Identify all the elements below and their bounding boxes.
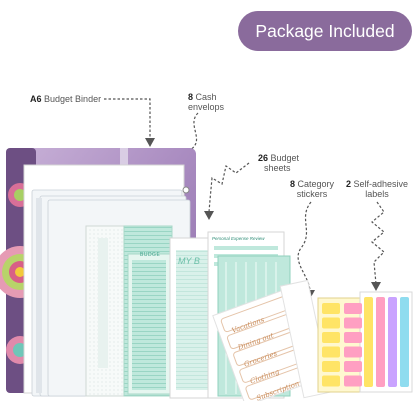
sheet-heading-3: Personal Expense Review bbox=[212, 236, 265, 241]
package-included-banner: Package Included bbox=[238, 11, 412, 51]
label-strip bbox=[322, 303, 340, 314]
label-strip bbox=[322, 317, 340, 329]
category-stickers bbox=[212, 287, 322, 401]
label-strip bbox=[400, 297, 409, 387]
label-strip bbox=[322, 332, 340, 343]
binder-arrow bbox=[104, 98, 151, 140]
label-strip bbox=[344, 375, 362, 387]
label-strip bbox=[388, 297, 397, 387]
sheet-heading-1: BUDGE bbox=[140, 252, 161, 258]
label-strip bbox=[364, 297, 373, 387]
label-strip bbox=[344, 317, 362, 329]
label-strip bbox=[322, 361, 340, 372]
label-strip bbox=[322, 375, 340, 387]
label-strip bbox=[344, 346, 362, 358]
binder-label: A6 Budget Binder bbox=[30, 94, 102, 104]
sheet-heading-2: MY B bbox=[178, 256, 200, 266]
label-strip bbox=[376, 297, 385, 387]
product-illustration bbox=[0, 98, 413, 401]
label-strip bbox=[344, 361, 362, 372]
stickers-arrow bbox=[297, 201, 312, 293]
labels-arrow bbox=[371, 201, 385, 285]
label-strip bbox=[344, 303, 362, 314]
sheets-arrow bbox=[208, 162, 250, 213]
label-strip bbox=[322, 346, 340, 358]
label-strip bbox=[344, 332, 362, 343]
